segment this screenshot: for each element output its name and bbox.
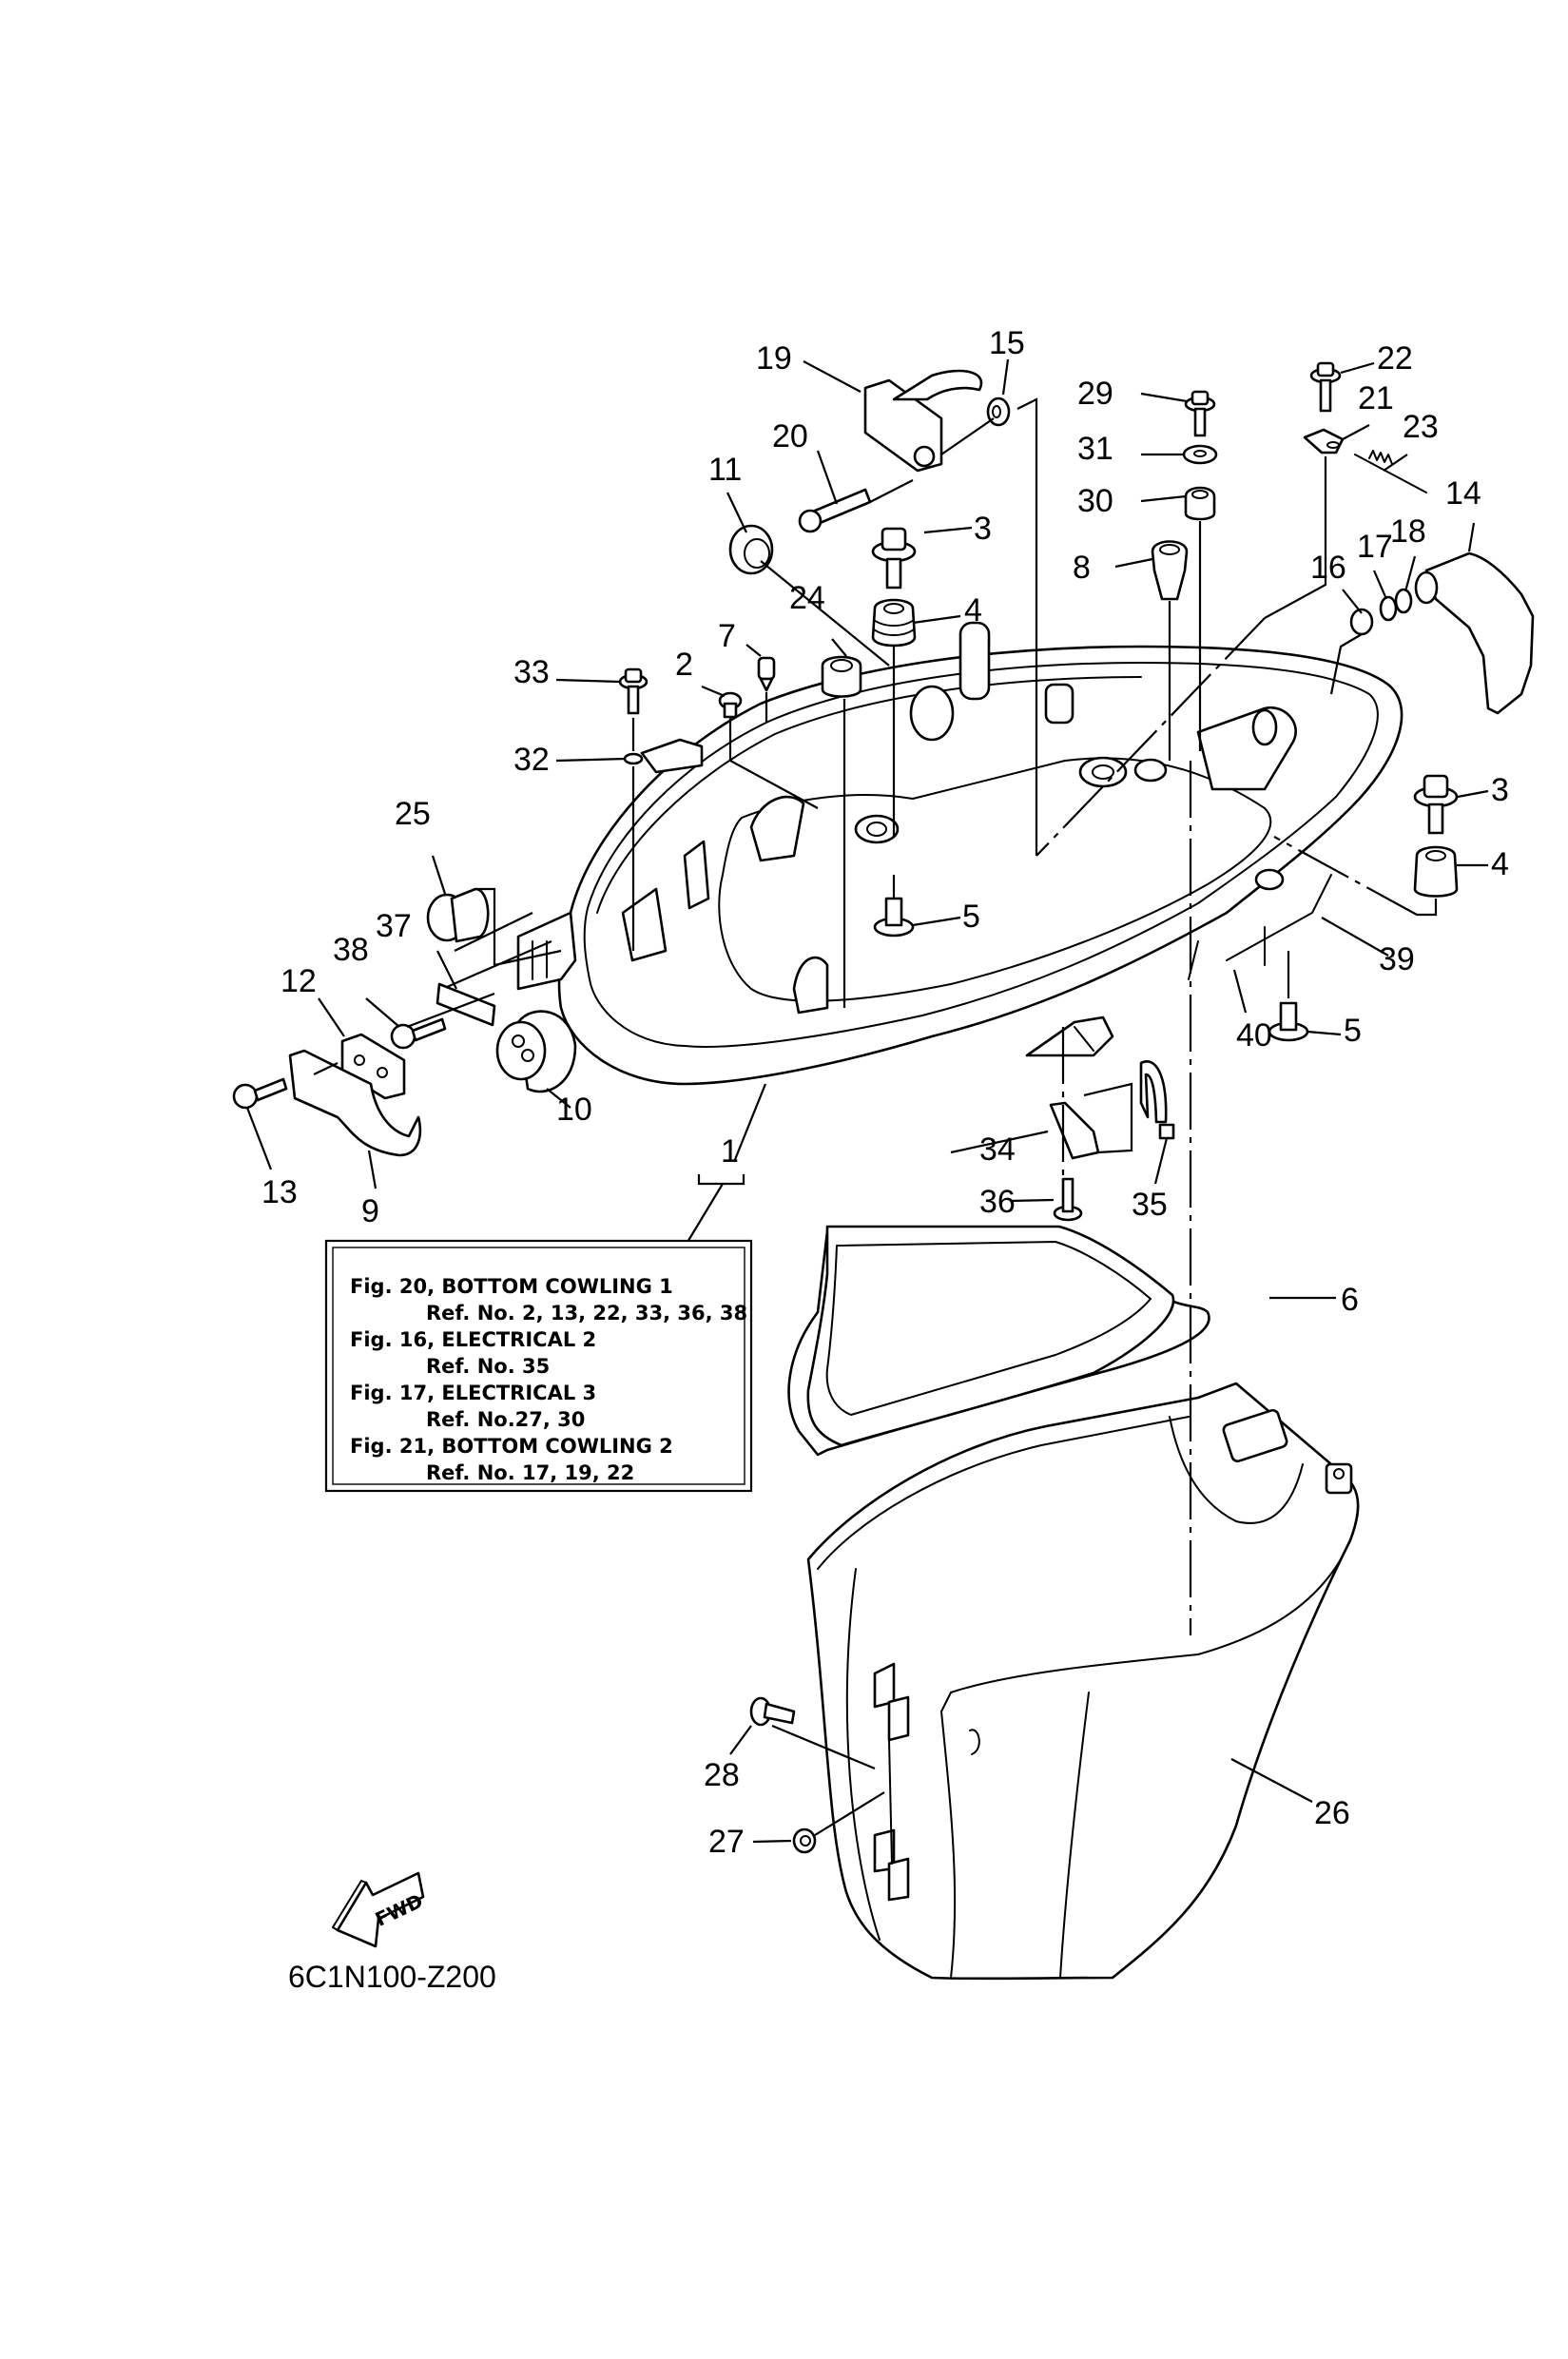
- clip-part-32[interactable]: [623, 738, 704, 774]
- callout-1: 1: [721, 1133, 739, 1170]
- callout-20: 20: [772, 418, 808, 454]
- ref-fig-16-refs: Ref. No. 35: [426, 1355, 550, 1378]
- callout-13: 13: [261, 1174, 298, 1210]
- callout-33: 33: [513, 654, 550, 690]
- grommet-part-24[interactable]: [821, 655, 862, 698]
- callout-6: 6: [1341, 1282, 1359, 1318]
- callout-10: 10: [556, 1092, 592, 1128]
- grommet-part-10[interactable]: [495, 1010, 577, 1093]
- pin-part-2[interactable]: [718, 691, 743, 719]
- callout-26: 26: [1314, 1795, 1350, 1831]
- grommet-part-4-upper[interactable]: [871, 598, 917, 648]
- bolt-part-20[interactable]: [798, 488, 872, 533]
- callout-15: 15: [989, 325, 1025, 361]
- callout-14: 14: [1445, 475, 1481, 512]
- ref-fig-17: Fig. 17, ELECTRICAL 3: [350, 1382, 596, 1404]
- plug-part-7[interactable]: [757, 656, 776, 692]
- callout-labels: 1 2 3 3 4 4 5 5 6 7 8 9 10 11 12 13 14 1…: [261, 325, 1509, 1860]
- apron-part-26[interactable]: [806, 1382, 1360, 1981]
- bolt-part-3-upper[interactable]: [871, 527, 917, 590]
- ref-fig-20: Fig. 20, BOTTOM COWLING 1: [350, 1275, 673, 1298]
- bolt-part-29[interactable]: [1184, 390, 1216, 437]
- callout-27: 27: [708, 1824, 745, 1860]
- callout-19: 19: [756, 340, 792, 377]
- callout-5-inner: 5: [962, 899, 980, 935]
- callout-3-upper: 3: [974, 511, 992, 547]
- grommet-part-4-right[interactable]: [1413, 845, 1459, 898]
- lever-part-14[interactable]: [1414, 551, 1535, 715]
- cable-tie-part-35[interactable]: [1139, 1060, 1175, 1140]
- ref-fig-20-refs: Ref. No. 2, 13, 22, 33, 36, 38: [426, 1302, 747, 1325]
- bolt-part-3-right[interactable]: [1413, 774, 1459, 835]
- bolt-part-28[interactable]: [749, 1696, 796, 1727]
- callout-21: 21: [1358, 380, 1394, 416]
- bracket-part-19[interactable]: [863, 369, 983, 473]
- screw-part-38[interactable]: [390, 1017, 447, 1050]
- callout-31: 31: [1077, 431, 1113, 467]
- callout-18: 18: [1390, 513, 1426, 550]
- callout-32: 32: [513, 742, 550, 778]
- collar-part-5-inner[interactable]: [873, 897, 915, 938]
- grommet-part-30[interactable]: [1184, 486, 1216, 521]
- bolt-part-36[interactable]: [1053, 1177, 1083, 1222]
- callout-7: 7: [718, 618, 736, 654]
- callout-36: 36: [979, 1184, 1016, 1220]
- ref-fig-17-refs: Ref. No.27, 30: [426, 1408, 585, 1431]
- callout-34: 34: [979, 1131, 1016, 1168]
- callout-29: 29: [1077, 376, 1113, 412]
- callout-3-right: 3: [1491, 772, 1509, 808]
- callout-4-upper: 4: [964, 592, 982, 628]
- grommet-part-25[interactable]: [426, 887, 490, 943]
- callout-17: 17: [1357, 529, 1393, 565]
- ref-fig-21-refs: Ref. No. 17, 19, 22: [426, 1461, 634, 1484]
- callout-35: 35: [1132, 1187, 1168, 1223]
- spring-part-23[interactable]: [1354, 450, 1427, 493]
- callout-37: 37: [376, 908, 412, 944]
- collar-part-5-right[interactable]: [1268, 1001, 1309, 1042]
- ref-fig-21: Fig. 21, BOTTOM COWLING 2: [350, 1435, 673, 1458]
- bracket-part-9[interactable]: [288, 1049, 422, 1157]
- callout-39: 39: [1379, 941, 1415, 977]
- callout-25: 25: [395, 796, 431, 832]
- callout-40: 40: [1236, 1017, 1272, 1054]
- bolt-part-22[interactable]: [1309, 361, 1342, 413]
- callout-5-right: 5: [1344, 1013, 1362, 1049]
- callout-24: 24: [789, 580, 825, 616]
- washer-part-18[interactable]: [1394, 588, 1413, 614]
- callout-2: 2: [675, 647, 693, 683]
- collar-part-31[interactable]: [1182, 444, 1218, 465]
- callout-8: 8: [1073, 550, 1091, 586]
- clip-part-34[interactable]: [1049, 1101, 1100, 1160]
- callout-9: 9: [361, 1193, 379, 1229]
- callout-23: 23: [1403, 409, 1439, 445]
- grommet-part-8[interactable]: [1151, 540, 1189, 601]
- ref-fig-16: Fig. 16, ELECTRICAL 2: [350, 1328, 596, 1351]
- seal-part-6[interactable]: [787, 1225, 1210, 1457]
- callout-22: 22: [1377, 340, 1413, 377]
- o-ring-part-17[interactable]: [1379, 595, 1398, 622]
- callout-11: 11: [708, 452, 742, 488]
- fwd-arrow-icon: FWD: [332, 1871, 426, 1948]
- plate-part-21[interactable]: [1303, 428, 1345, 454]
- callout-4-right: 4: [1491, 846, 1509, 882]
- callout-38: 38: [333, 932, 369, 968]
- callout-30: 30: [1077, 483, 1113, 519]
- screw-part-33[interactable]: [618, 667, 648, 715]
- diagram-code: 6C1N100-Z200: [288, 1960, 496, 1994]
- callout-16: 16: [1310, 550, 1346, 586]
- reference-box: Fig. 20, BOTTOM COWLING 1 Ref. No. 2, 13…: [324, 1239, 753, 1493]
- callout-28: 28: [704, 1757, 740, 1793]
- callout-12: 12: [281, 963, 317, 999]
- bottom-cowling-part-1[interactable]: [516, 621, 1403, 1086]
- screw-part-13[interactable]: [232, 1077, 288, 1110]
- nut-part-27[interactable]: [792, 1827, 817, 1854]
- leader-lines: [245, 358, 1489, 1844]
